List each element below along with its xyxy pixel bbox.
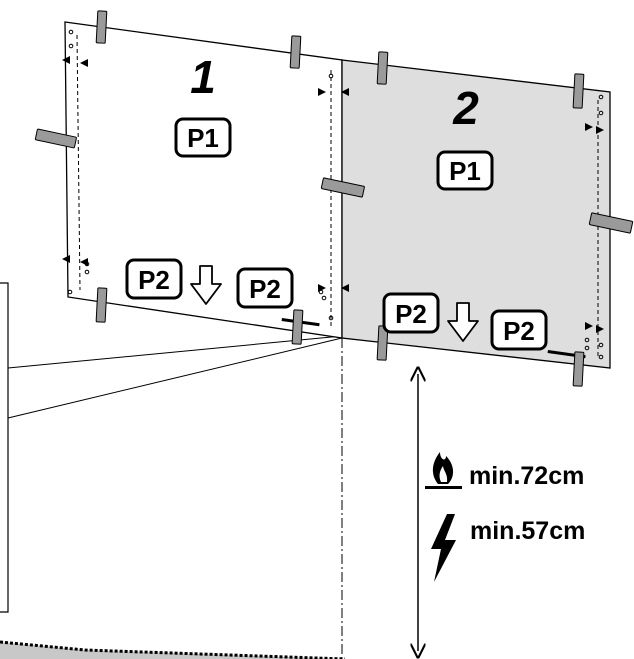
p2-badge-panel-2-right: P2	[490, 309, 548, 351]
tape-strips	[34, 10, 634, 387]
p2-badge-panel-2-left: P2	[382, 292, 440, 334]
panel-number-1: 1	[190, 51, 216, 103]
down-arrow-icon	[447, 302, 479, 342]
p1-badge-panel-1: P1	[174, 117, 232, 158]
svg-text:P1: P1	[449, 156, 481, 186]
p1-badge-panel-2: P1	[436, 150, 494, 191]
panel-number-2: 2	[452, 82, 479, 134]
electric-clearance-label: min.57cm	[470, 517, 585, 545]
hob	[0, 640, 346, 659]
down-arrow-icon	[190, 265, 222, 305]
p2-badge-panel-1-right: P2	[236, 267, 294, 309]
p2-badge-panel-1-left: P2	[125, 258, 183, 300]
svg-text:P2: P2	[503, 316, 535, 346]
svg-text:P2: P2	[249, 274, 281, 304]
gas-clearance-label: min.72cm	[469, 462, 584, 490]
svg-text:P2: P2	[395, 299, 427, 329]
svg-text:P1: P1	[187, 123, 219, 153]
panel-2	[341, 59, 611, 369]
hood-outline	[0, 282, 343, 613]
lightning-icon	[431, 514, 456, 582]
alignment-arrows	[62, 56, 604, 333]
screw-holes	[67, 29, 604, 360]
svg-text:P2: P2	[138, 265, 170, 295]
flame-icon	[425, 452, 462, 489]
